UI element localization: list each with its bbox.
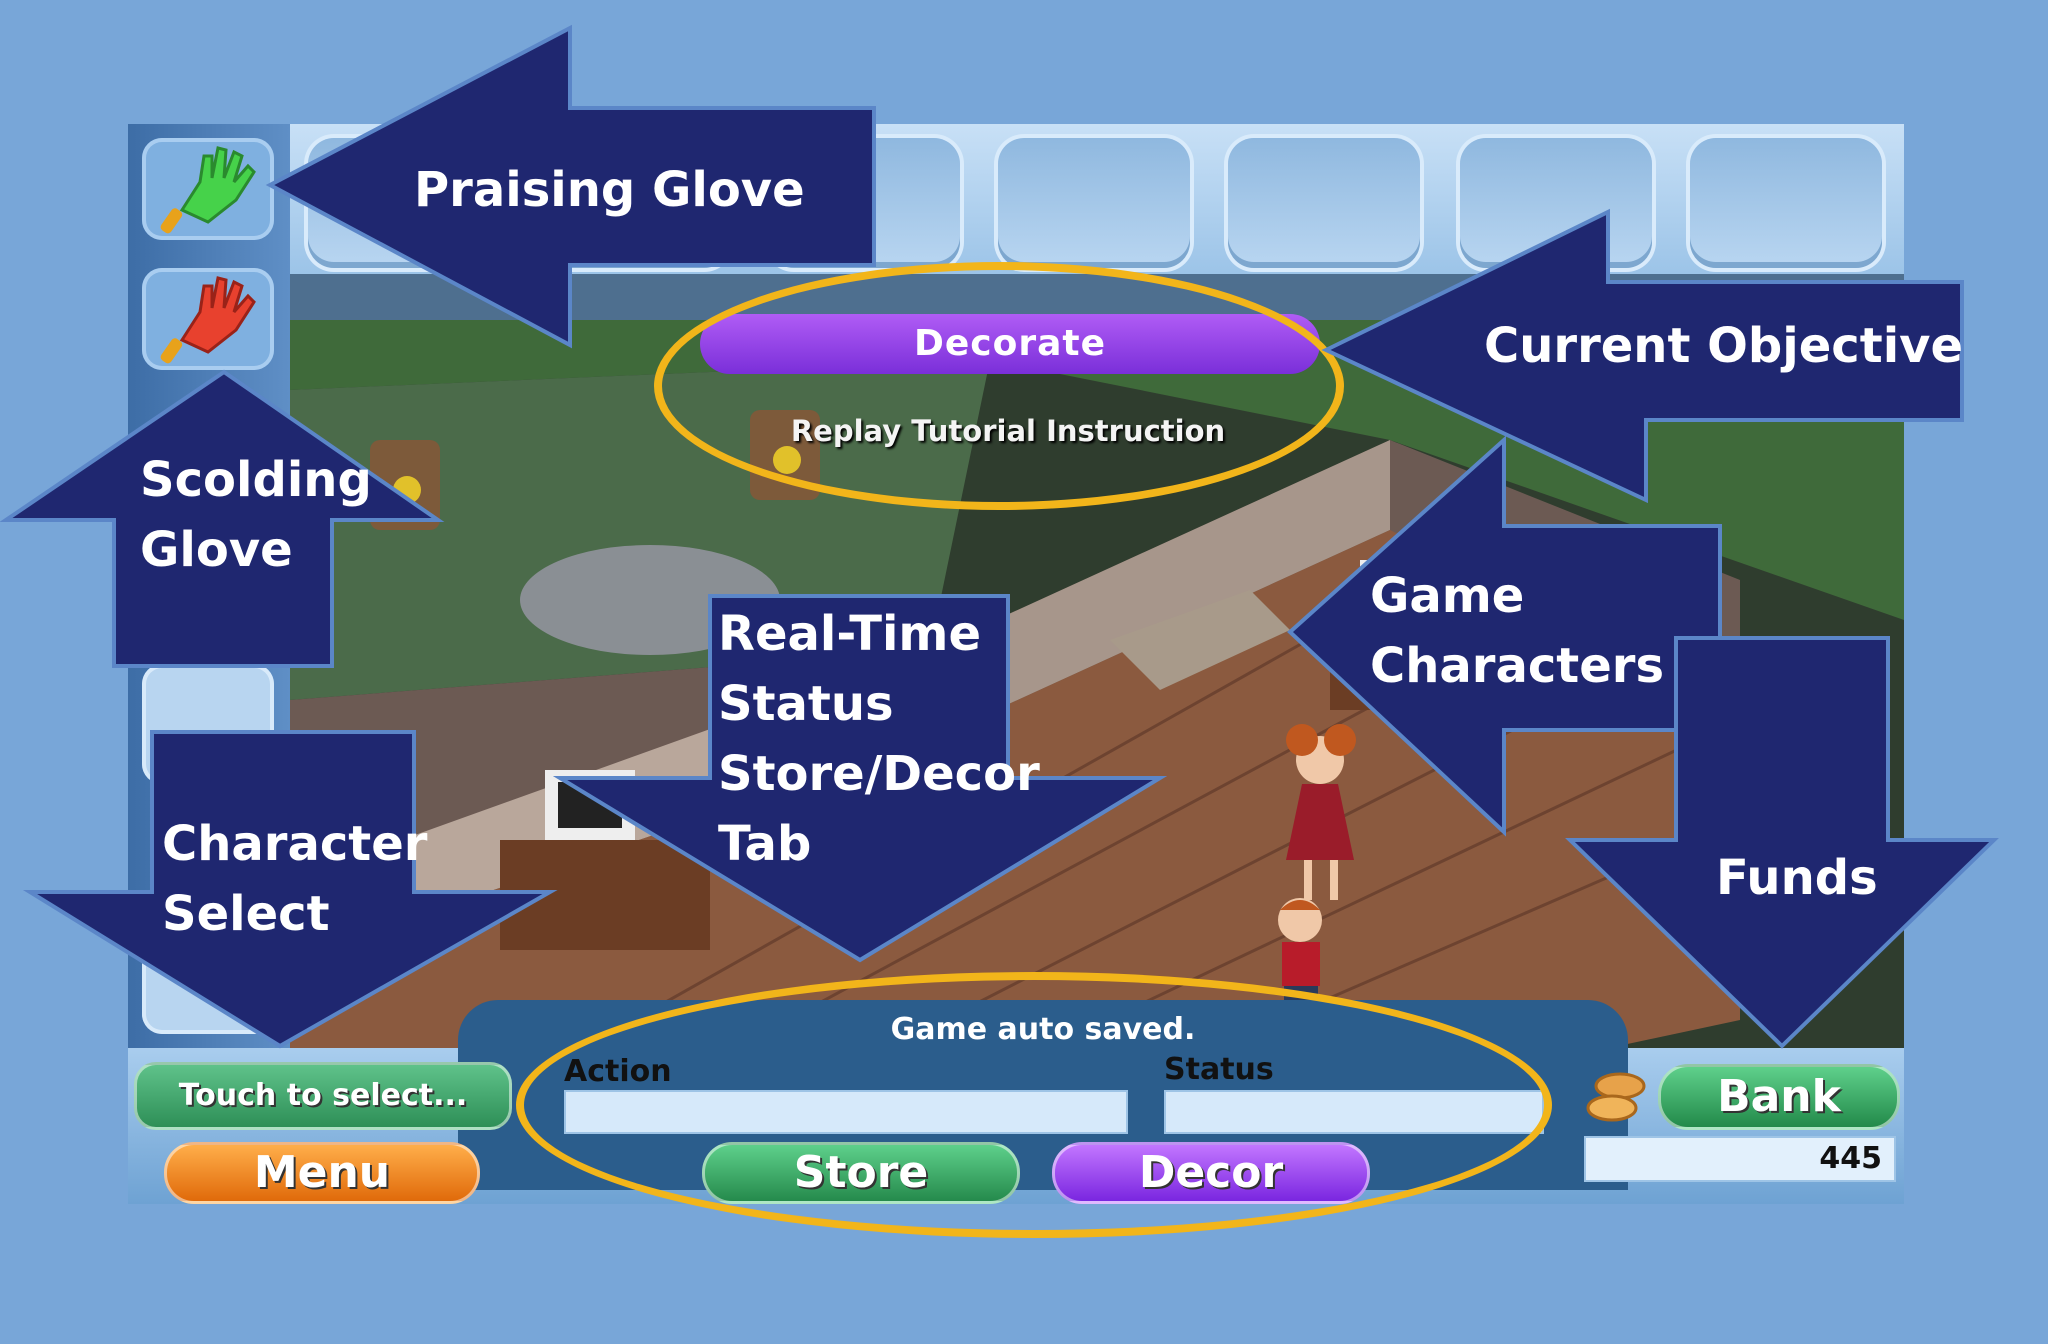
status-tab-label-line1: Real-Time [718,606,981,662]
current-objective-label: Current Objective [1484,318,1963,374]
item-slot[interactable] [1228,138,1420,268]
scolding-glove-arrow [0,369,445,668]
menu-button[interactable]: Menu [164,1142,480,1204]
game-characters-arrow [1287,435,1722,837]
status-tab-arrow [552,594,1168,963]
character-select-button[interactable]: Touch to select... [134,1062,512,1130]
funds-arrow [1565,636,1999,1049]
current-objective-arrow [1321,208,1964,504]
funds-label: Funds [1716,850,1878,906]
scolding-glove-button[interactable] [142,268,274,370]
objective-highlight-ellipse [654,262,1344,510]
character-select-arrow [22,730,558,1049]
praising-glove-label: Praising Glove [414,162,805,218]
scolding-glove-icon [160,276,256,364]
coins-icon [1586,1072,1646,1122]
status-tab-label-line3: Store/Decor [718,746,1040,802]
item-slot[interactable] [1690,138,1882,268]
character-select-label-line2: Select [162,886,330,942]
praising-glove-button[interactable] [142,138,274,240]
status-tab-label-line2: Status [718,676,894,732]
status-highlight-ellipse [516,972,1552,1238]
item-slot[interactable] [998,138,1190,268]
scolding-glove-label-line2: Glove [140,522,293,578]
game-characters-label-line2: Characters [1370,638,1665,694]
scolding-glove-label-line1: Scolding [140,452,372,508]
status-tab-label-line4: Tab [718,816,812,872]
character-select-label-line1: Character [162,816,428,872]
praising-glove-arrow [265,24,876,349]
praising-glove-icon [160,146,256,234]
funds-display: 445 [1584,1136,1896,1182]
bank-button[interactable]: Bank [1658,1064,1900,1130]
game-characters-label-line1: Game [1370,568,1525,624]
